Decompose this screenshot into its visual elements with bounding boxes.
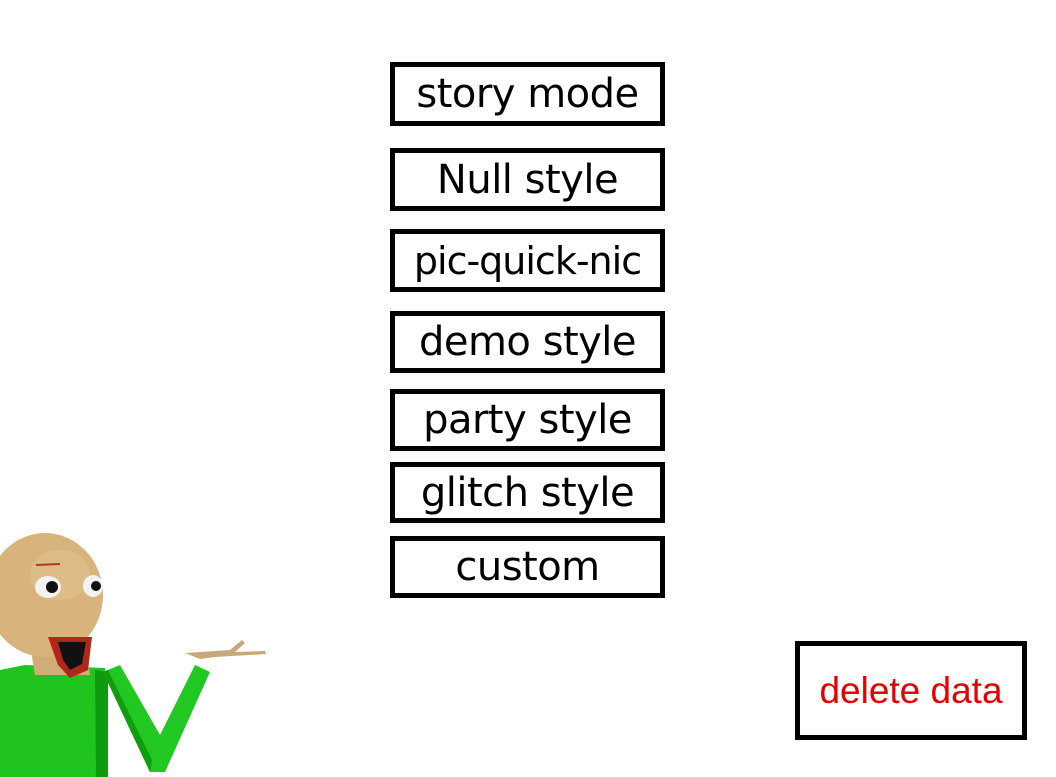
character-arm [103,665,210,772]
character-eyebrow [35,563,61,566]
glitch-style-label: glitch style [420,469,635,516]
glitch-style-button[interactable]: glitch style [390,462,665,523]
character-left-pupil [46,581,58,593]
story-mode-button[interactable]: story mode [390,62,665,126]
demo-style-button[interactable]: demo style [390,311,665,373]
pic-quick-nic-button[interactable]: pic-quick-nic [390,229,665,292]
story-mode-label: story mode [416,71,639,117]
delete-data-button[interactable]: delete data [795,641,1027,740]
party-style-button[interactable]: party style [390,389,665,451]
character-right-pupil [91,581,101,591]
character-shirt [0,665,108,777]
party-style-label: party style [423,397,632,443]
null-style-button[interactable]: Null style [390,148,665,211]
character-hand [185,640,266,659]
delete-data-label: delete data [819,669,1003,711]
character-mouth-inner [58,642,86,670]
teacher-character [0,533,266,777]
character-arm-shade [103,670,152,772]
custom-button[interactable]: custom [390,536,665,598]
pic-quick-nic-label: pic-quick-nic [413,238,642,283]
character-shirt-shade [95,670,108,777]
null-style-label: Null style [436,156,619,203]
custom-label: custom [455,544,600,590]
demo-style-label: demo style [418,319,637,365]
